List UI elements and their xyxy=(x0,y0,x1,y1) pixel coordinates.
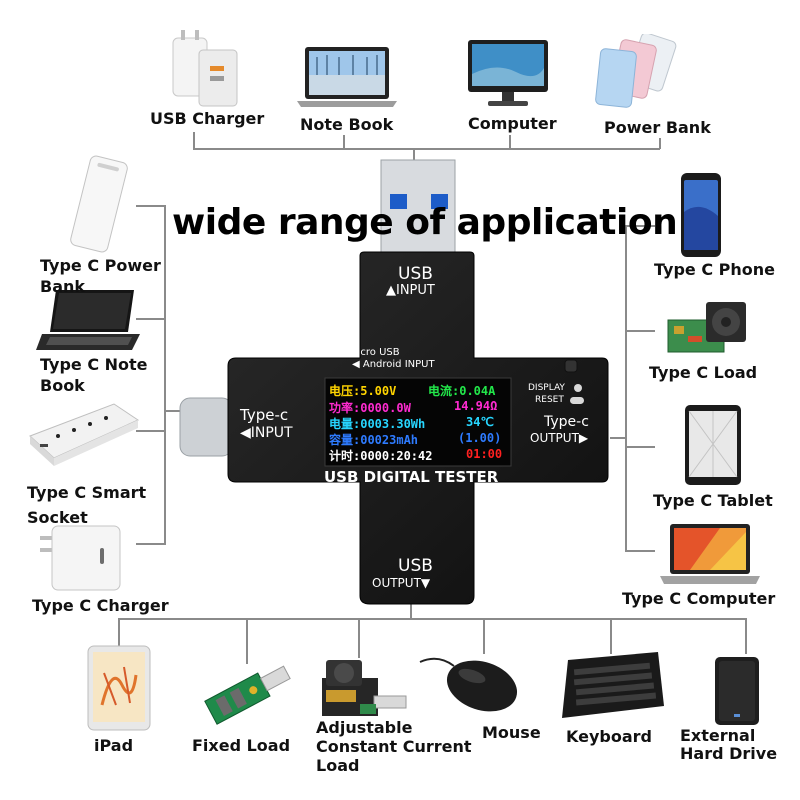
headline: wide range of application xyxy=(172,202,678,243)
screen-ratio: (1.00) xyxy=(458,431,502,445)
label-ipad: iPad xyxy=(94,736,134,755)
label-adjustable-load: Adjustable Constant Current Load xyxy=(316,718,472,775)
label-type-c-note-book: Type C Note Book xyxy=(40,355,148,395)
type-c-tablet-image xyxy=(685,405,741,485)
computer-image xyxy=(468,40,548,106)
label-mouse: Mouse xyxy=(482,723,541,742)
typec-output-sub: OUTPUT▶ xyxy=(530,431,589,445)
power-bank-image xyxy=(595,34,677,108)
mouse-image xyxy=(419,657,518,712)
label-usb-charger: USB Charger xyxy=(150,109,265,128)
wire-bottom-drop-4 xyxy=(483,618,485,654)
usb-output-sub: OUTPUT▼ xyxy=(372,576,431,590)
wire-top-drop-4 xyxy=(659,138,661,149)
keyboard-image xyxy=(562,652,664,718)
reset-button[interactable] xyxy=(570,397,584,404)
display-button-label: DISPLAY xyxy=(528,383,565,393)
label-type-c-smart-socket: Type C Smart Socket xyxy=(27,483,147,527)
wire-right-tick-4 xyxy=(625,550,655,552)
screen-timer: 计时:0000:20:42 xyxy=(329,449,433,463)
wire-right-tick-2 xyxy=(625,330,655,332)
type-c-power-bank-image xyxy=(70,155,128,253)
reset-button-label: RESET xyxy=(535,395,564,405)
adjustable-load-image xyxy=(322,660,407,716)
wire-left-to-device xyxy=(164,410,182,412)
label-fixed-load: Fixed Load xyxy=(192,736,291,755)
label-note-book: Note Book xyxy=(300,115,394,134)
type-c-computer-image xyxy=(660,524,760,584)
ipad-image xyxy=(87,645,151,731)
screen-capacity: 容量:00023mAh xyxy=(329,433,419,447)
wire-top-drop-1 xyxy=(193,132,195,149)
screen-temperature: 34℃ xyxy=(466,415,494,429)
label-type-c-tablet: Type C Tablet xyxy=(653,491,773,510)
wire-left-tick-1 xyxy=(136,205,166,207)
typec-input-title: Type-c xyxy=(240,406,289,424)
wire-top-drop-2 xyxy=(343,135,345,149)
wire-top-drop-3 xyxy=(509,135,511,149)
fixed-load-image xyxy=(204,665,291,725)
wire-bottom-drop-1 xyxy=(118,618,120,646)
screen-current: 电流:0.04A xyxy=(428,384,496,398)
wire-bottom-drop-5 xyxy=(610,618,612,654)
usb-input-title: USB xyxy=(398,264,433,284)
wire-right-tick-3 xyxy=(625,446,655,448)
label-type-c-charger: Type C Charger xyxy=(32,596,169,615)
label-type-c-computer: Type C Computer xyxy=(622,589,776,608)
wire-right-to-device xyxy=(610,437,626,439)
wire-left-tick-2 xyxy=(136,318,166,320)
android-input-label: ◀ Android INPUT xyxy=(352,359,435,370)
typec-input-sub: ◀INPUT xyxy=(240,425,293,441)
wire-bottom-drop-6 xyxy=(745,618,747,654)
type-c-phone-image xyxy=(681,173,721,257)
typec-output-title: Type-c xyxy=(544,414,589,430)
external-hard-drive-image xyxy=(715,657,759,725)
screen-voltage: 电压:5.00V xyxy=(329,384,397,398)
screen-resistance: 14.94Ω xyxy=(454,399,498,413)
type-c-charger-image xyxy=(40,525,121,591)
label-type-c-power-bank: Type C Power Bank xyxy=(40,256,161,296)
label-computer: Computer xyxy=(468,114,557,133)
type-c-load-image xyxy=(667,302,746,353)
label-keyboard: Keyboard xyxy=(566,727,652,746)
screen-group: 01:00 xyxy=(466,447,503,461)
wire-top-to-device xyxy=(413,148,415,162)
usb-charger-image xyxy=(172,30,238,107)
micro-usb-label: Micro USB xyxy=(349,347,400,358)
notebook-image xyxy=(297,47,397,107)
screen-power: 功率:0000.0W xyxy=(329,401,411,415)
wire-left-tick-4 xyxy=(136,543,166,545)
wire-bottom-from-device xyxy=(410,603,412,619)
usb-input-sub: ▲INPUT xyxy=(386,283,435,298)
wire-bottom-drop-3 xyxy=(358,618,360,658)
wire-bottom-drop-2 xyxy=(246,618,248,664)
wire-right-bus xyxy=(625,225,627,551)
label-external-hard-drive: External Hard Drive xyxy=(680,726,778,763)
wire-left-bus xyxy=(164,205,166,545)
wire-top-bus xyxy=(193,148,660,150)
screen-energy: 电量:0003.30Wh xyxy=(329,417,426,431)
brand-label: USB DIGITAL TESTER xyxy=(324,468,499,486)
type-c-notebook-image xyxy=(36,290,140,350)
display-button[interactable] xyxy=(574,384,582,392)
usb-output-title: USB xyxy=(398,556,433,576)
label-type-c-phone: Type C Phone xyxy=(654,260,775,279)
wire-left-tick-3 xyxy=(136,430,166,432)
label-power-bank: Power Bank xyxy=(604,118,711,137)
label-type-c-load: Type C Load xyxy=(649,363,758,382)
wire-bottom-bus xyxy=(118,618,746,620)
wire-right-tick-1 xyxy=(625,225,655,227)
type-c-smart-socket-image xyxy=(29,403,140,466)
